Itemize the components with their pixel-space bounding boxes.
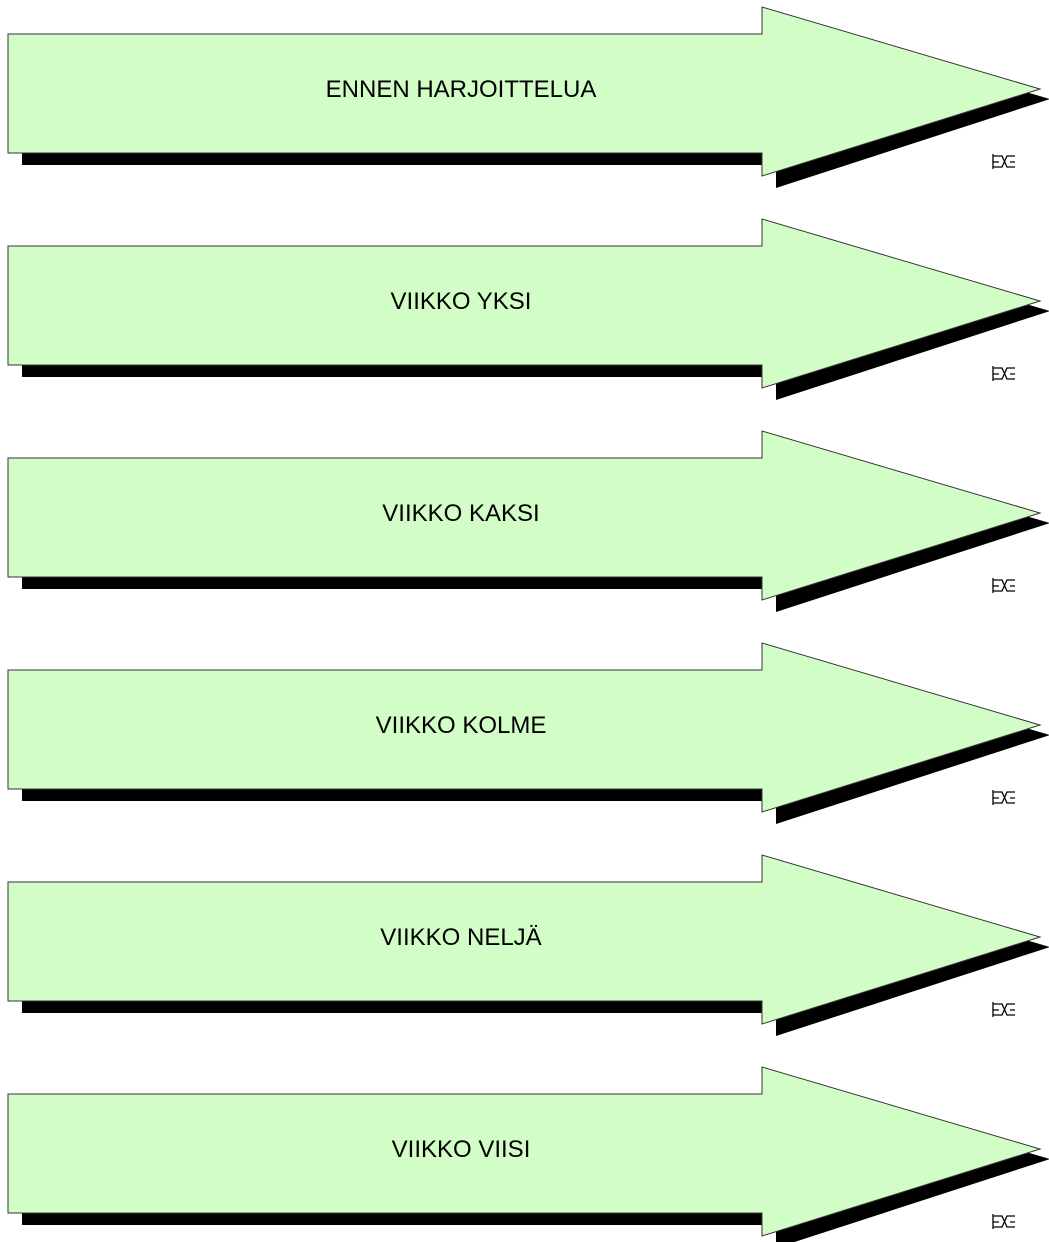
arrow-label: VIIKKO NELJÄ	[380, 924, 541, 951]
arrow-shape	[7, 1066, 1042, 1237]
arrow-label: VIIKKO KOLME	[376, 712, 547, 739]
arrow-shape	[7, 642, 1042, 813]
scissors-icon	[992, 790, 1015, 805]
scissors-icon	[992, 578, 1015, 593]
scissors-icon	[992, 366, 1015, 381]
process-arrow: VIIKKO VIISI	[7, 1066, 1049, 1242]
arrow-shape	[7, 6, 1042, 177]
arrow-label: VIIKKO YKSI	[391, 288, 532, 315]
process-arrow: VIIKKO KOLME	[7, 642, 1049, 824]
scissors-icon	[992, 154, 1015, 169]
arrow-label: VIIKKO KAKSI	[382, 500, 539, 527]
process-arrow: VIIKKO YKSI	[7, 218, 1049, 400]
arrow-label: ENNEN HARJOITTELUA	[326, 76, 597, 103]
arrow-shape	[7, 854, 1042, 1025]
arrow-label: VIIKKO VIISI	[392, 1136, 531, 1163]
arrow-shape	[7, 430, 1042, 601]
process-arrow: ENNEN HARJOITTELUA	[7, 6, 1049, 188]
scissors-icon	[992, 1214, 1015, 1229]
scissors-icon	[992, 1002, 1015, 1017]
process-arrow: VIIKKO NELJÄ	[7, 854, 1049, 1036]
arrow-shape	[7, 218, 1042, 389]
process-arrow: VIIKKO KAKSI	[7, 430, 1049, 612]
